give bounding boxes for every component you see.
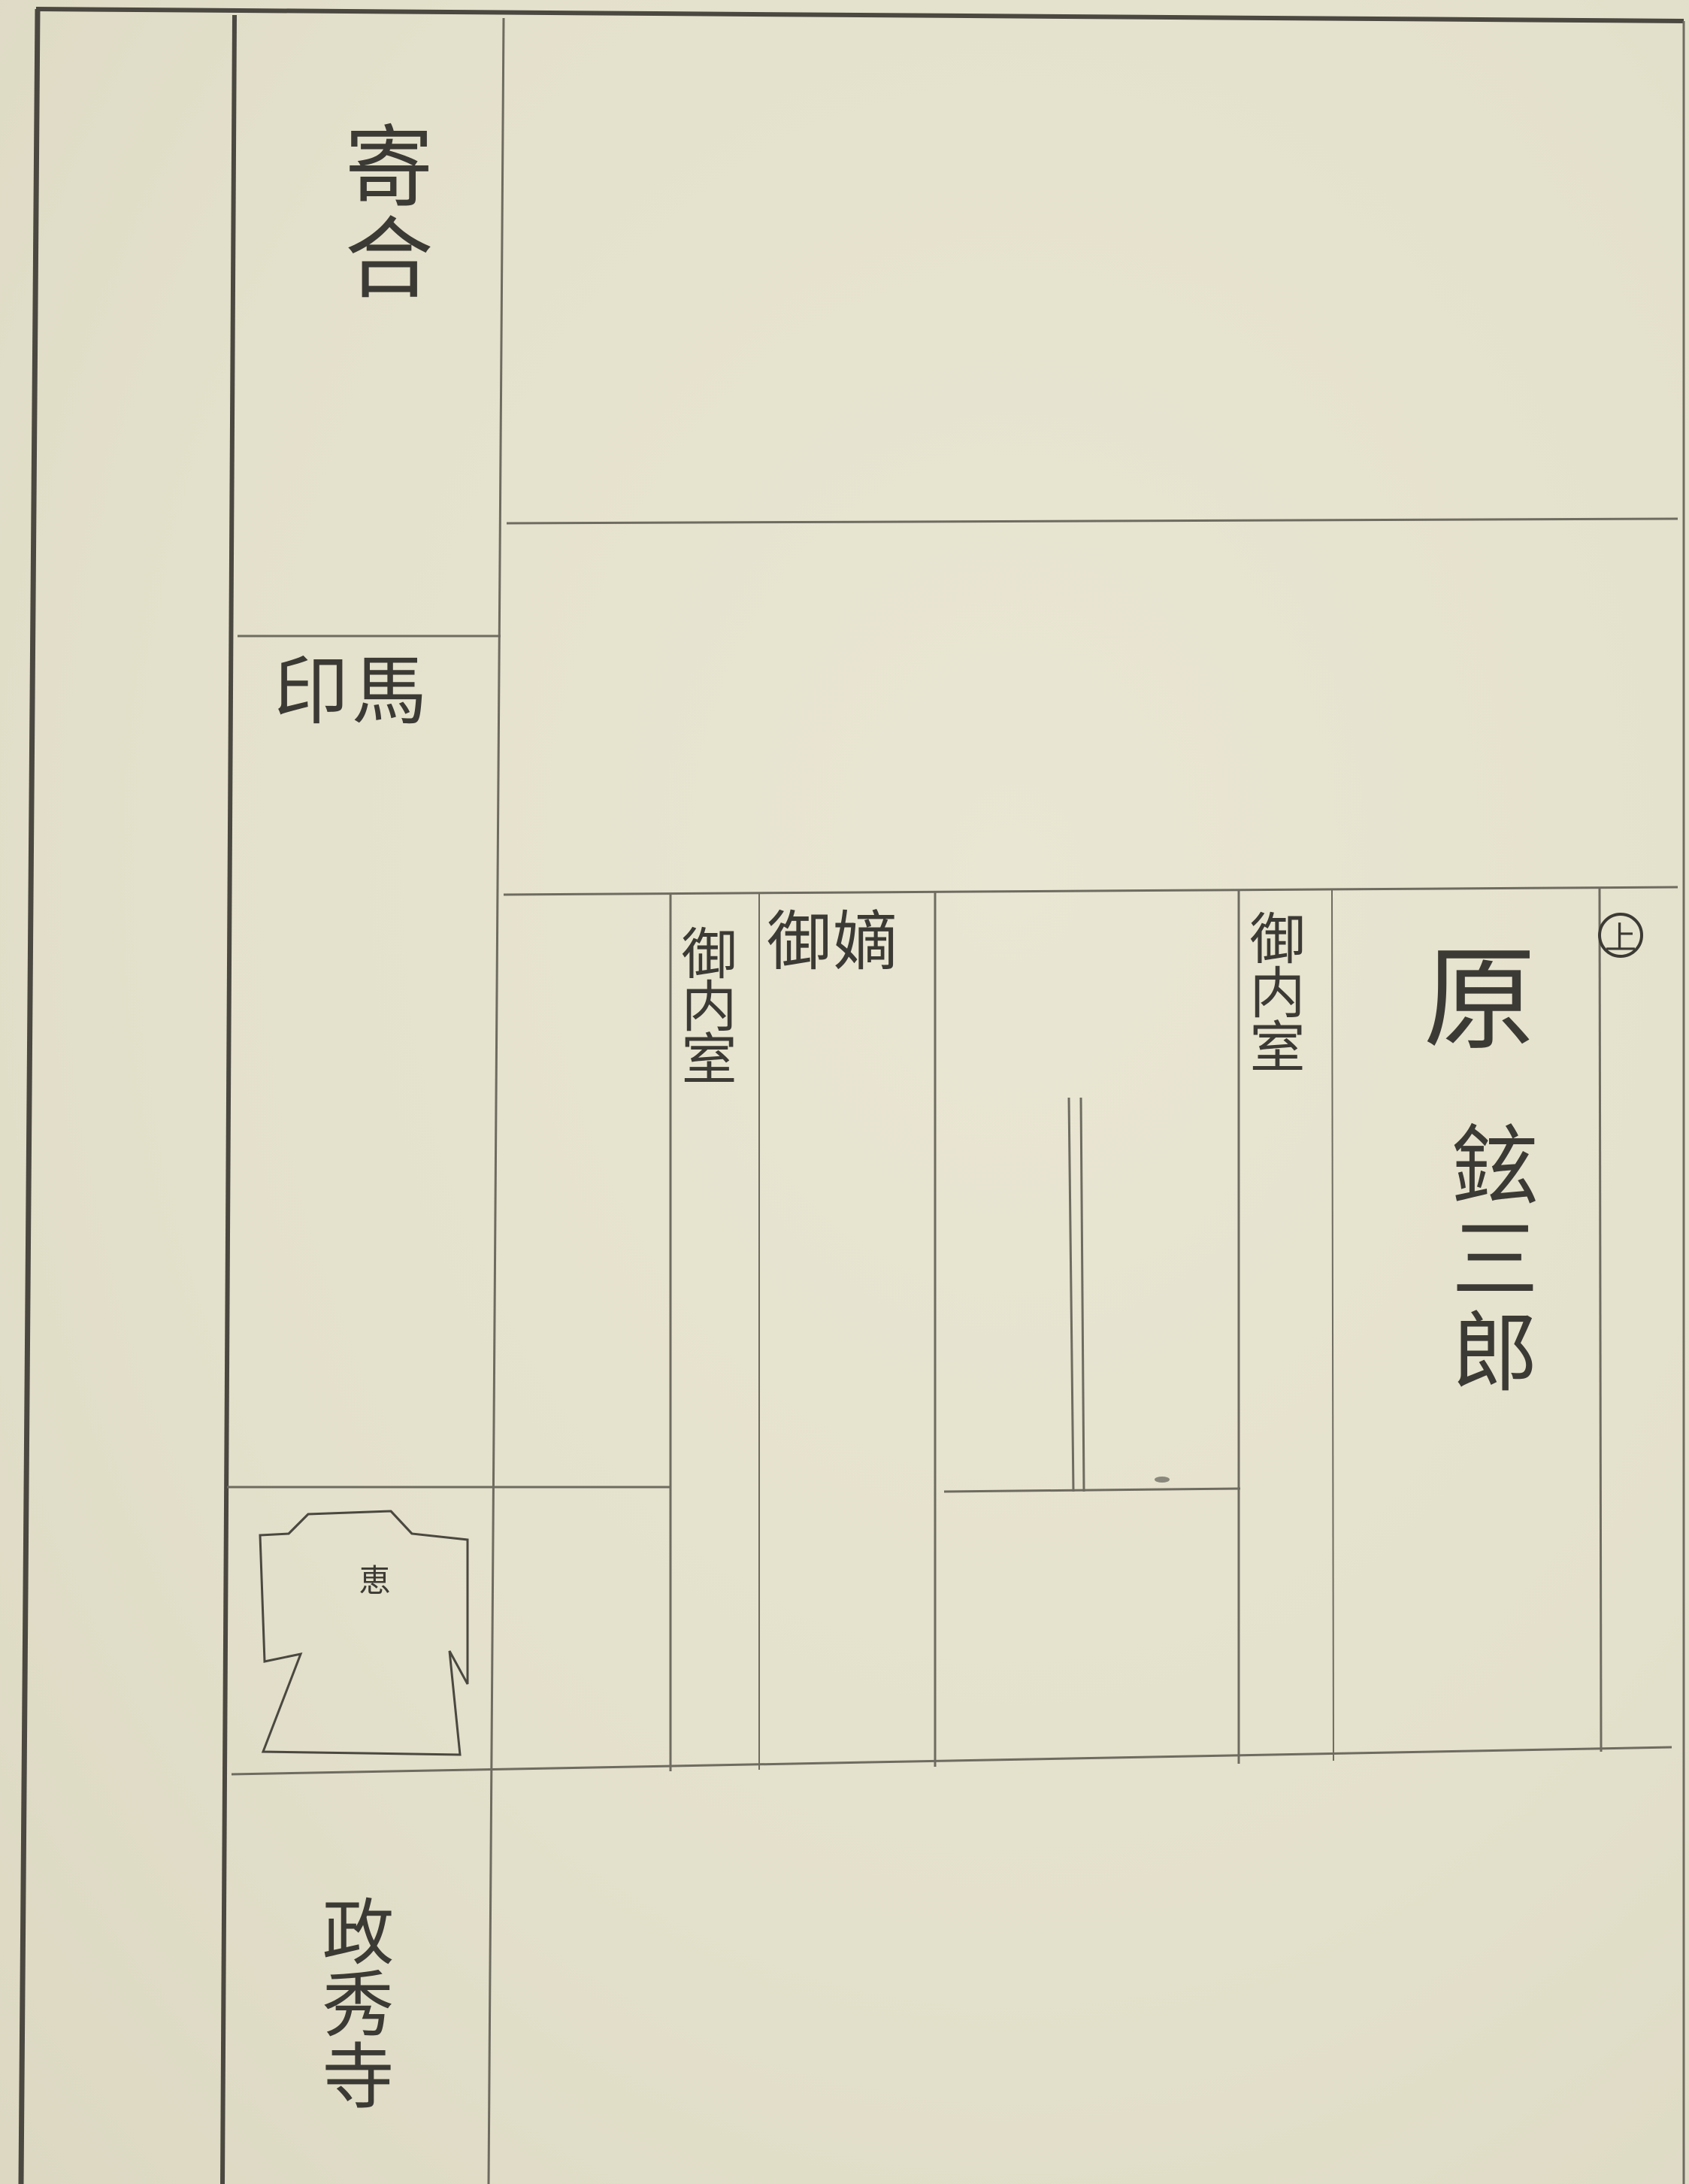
row-rule-3 [231, 1746, 1672, 1776]
rank-label-yoriai: 寄合 [329, 120, 433, 304]
column-rule-2 [487, 17, 505, 2184]
row-rule-1 [506, 517, 1678, 525]
signature-line-2: 秀寺 [310, 1967, 394, 2111]
temple-signature: 政秀寺 [310, 1895, 394, 2111]
column-rule-1 [220, 14, 237, 2184]
badge-label: 上 [1604, 919, 1636, 956]
retainer-surname: 原 [1404, 940, 1535, 1053]
wife-label-b: 御内室 [1240, 910, 1305, 1072]
double-line-a [1067, 1097, 1075, 1492]
frame-top [35, 7, 1684, 23]
heir-label: 御嫡 [767, 904, 899, 980]
entry-rule-5 [1331, 889, 1334, 1761]
seal-character: 恵 [354, 1564, 391, 1595]
circled-kami-icon: 上 [1598, 913, 1643, 958]
double-line-b [1079, 1097, 1085, 1492]
col2-rule-3 [943, 1487, 1241, 1493]
entry-rule-6 [1598, 888, 1603, 1752]
signature-line-1: 政 [310, 1895, 394, 1967]
seal-icon [259, 1510, 469, 1756]
rank-label-inba: 印馬 [274, 647, 430, 735]
wife-label-a: 御内室 [672, 925, 737, 1083]
retainer-given-name: 鉉三郎 [1436, 1120, 1538, 1400]
row-rule-2 [503, 886, 1678, 896]
frame-left [18, 8, 41, 2184]
